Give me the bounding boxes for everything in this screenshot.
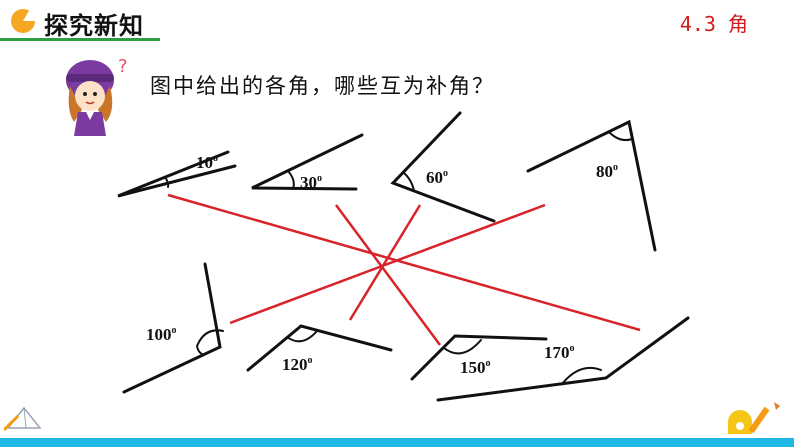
pie-icon bbox=[11, 9, 35, 33]
question-text: 图中给出的各角，哪些互为补角？ bbox=[150, 74, 495, 98]
angle-80 bbox=[526, 119, 657, 252]
girl-thinking-icon: ? bbox=[66, 56, 128, 136]
lesson-title: 4.3 角 bbox=[679, 12, 748, 36]
pair-line-60-120 bbox=[348, 204, 422, 321]
angle-170 bbox=[436, 316, 690, 402]
pair-lines bbox=[167, 193, 641, 346]
angle-label-80: 80o bbox=[596, 162, 618, 181]
angle-120 bbox=[246, 324, 393, 372]
angle-150 bbox=[410, 334, 548, 381]
angle-10 bbox=[117, 150, 237, 198]
pair-line-80-100 bbox=[229, 203, 546, 325]
footer-bar bbox=[0, 438, 794, 447]
pair-line-10-170 bbox=[167, 193, 641, 332]
angle-label-150: 150o bbox=[460, 358, 491, 377]
angle-labels: 10o 30o 60o 80o 100o 120o 150o 170o bbox=[146, 153, 618, 377]
svg-text:?: ? bbox=[118, 56, 128, 77]
section-title: 探究新知 bbox=[44, 12, 144, 40]
angle-label-120: 120o bbox=[282, 355, 313, 374]
angle-shapes bbox=[117, 111, 690, 402]
angle-60 bbox=[390, 111, 496, 223]
pyramid-logo-icon bbox=[4, 406, 42, 432]
angle-30 bbox=[251, 133, 364, 191]
angle-label-30: 30o bbox=[300, 173, 322, 192]
angle-100 bbox=[122, 262, 224, 394]
angle-label-60: 60o bbox=[426, 168, 448, 187]
pair-line-30-150 bbox=[334, 204, 442, 346]
section-tab: 探究新知 bbox=[0, 2, 160, 41]
header: 探究新知 4.3 角 bbox=[0, 0, 794, 44]
angle-label-100: 100o bbox=[146, 325, 177, 344]
ruler-pencil-icon bbox=[728, 402, 780, 434]
angle-label-10: 10o bbox=[196, 153, 218, 172]
angle-label-170: 170o bbox=[544, 343, 575, 362]
